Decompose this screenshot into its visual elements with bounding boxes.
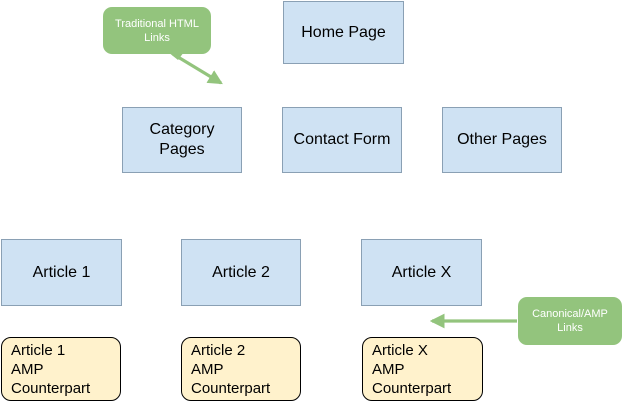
node-contact-form: Contact Form	[282, 107, 402, 173]
node-article-2-amp-counterpart: Article 2 AMP Counterpart	[181, 337, 301, 401]
annotation-canonical-amp-links: Canonical/AMP Links	[518, 297, 622, 345]
node-article-x-amp-counterpart: Article X AMP Counterpart	[362, 337, 483, 401]
node-other-pages: Other Pages	[442, 107, 562, 173]
node-home-page: Home Page	[283, 1, 404, 64]
node-category-pages: Category Pages	[122, 107, 242, 173]
node-article-1: Article 1	[1, 239, 122, 306]
annotation-traditional-html-links: Traditional HTML Links	[103, 7, 211, 54]
node-article-1-amp-counterpart: Article 1 AMP Counterpart	[1, 337, 121, 401]
node-article-x: Article X	[361, 239, 482, 306]
node-article-2: Article 2	[181, 239, 301, 306]
traditional-links-arrow	[172, 52, 223, 85]
